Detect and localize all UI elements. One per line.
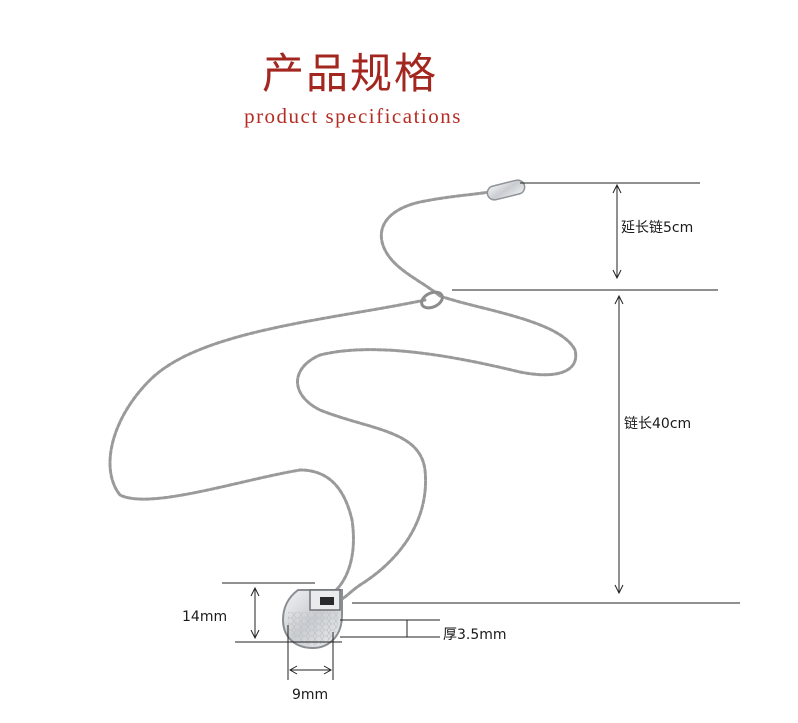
pendant-width-label: 9mm [292,687,329,703]
necklace-image [108,179,578,650]
pendant [281,589,343,650]
chain-extension [379,190,492,298]
chain-inner [296,294,578,602]
measurement-lines [222,182,740,680]
lobster-clasp [420,290,444,310]
chain-length-label: 链长40cm [624,416,692,432]
page-subtitle: product specifications [244,104,462,128]
thickness-label: 厚3.5mm [443,627,507,643]
extension-chain-label: 延长链5cm [621,220,694,236]
pendant-height-label: 14mm [182,609,228,625]
extension-tag [486,179,526,201]
page-title: 产品规格 [261,49,438,98]
chain-outer [108,298,427,602]
